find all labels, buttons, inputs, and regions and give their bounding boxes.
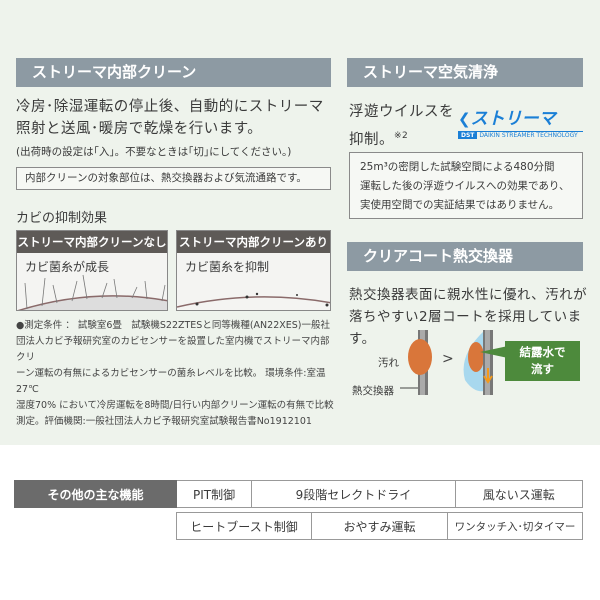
target-note: 内部クリーンの対象部位は、熱交換器および気流通路です。 xyxy=(16,167,331,190)
callout-line: 流す xyxy=(531,362,554,376)
feature-cell: PIT制御 xyxy=(175,480,253,508)
test-note-line: 実使用空間での実証結果ではありません。 xyxy=(360,199,560,211)
photo-label: カビ菌糸を抑制 xyxy=(185,260,270,274)
virus-line: 浮遊ウイルスを xyxy=(349,104,454,120)
logo-text: ストリーマ xyxy=(470,109,556,129)
coat-description: 熱交換器表面に親水性に優れ、汚れが 落ちやすい2層コートを採用しています。 xyxy=(349,284,600,350)
setting-note: (出荷時の設定は｢入｣。不要なときは｢切｣にしてください。) xyxy=(16,146,292,158)
test-note-line: 運転した後の浮遊ウイルスへの効果であり、 xyxy=(360,180,570,192)
streamer-inner-clean-header: ストリーマ内部クリーン xyxy=(16,58,331,87)
reference-mark: ※2 xyxy=(394,131,409,141)
other-features-table-row2: ヒートブースト制御 おやすみ運転 ワンタッチ入･切タイマー xyxy=(176,512,583,540)
photo-caption: ストリーマ内部クリーンなし xyxy=(17,231,167,253)
svg-text:>: > xyxy=(442,351,454,367)
desc-line: 冷房･除湿運転の停止後、自動的にストリーマ xyxy=(16,99,324,115)
photo-label: カビ菌糸が成長 xyxy=(25,260,110,274)
test-conditions-footnote: ●測定条件 ： 試験室6畳 試験機S22ZTESと同等機種(AN22XES)一般… xyxy=(16,318,336,430)
heat-exchanger-diagram: > xyxy=(400,330,508,395)
footnote-line: 湿度70% において冷房運転を8時間/日行い内部クリーン運転の有無で比較 xyxy=(16,400,334,411)
mold-photo-with: ストリーマ内部クリーンあり カビ菌糸を抑制 xyxy=(176,230,331,311)
feature-cell: ヒートブースト制御 xyxy=(176,512,312,540)
feature-cell: おやすみ運転 xyxy=(311,512,448,540)
footnote-line: ●測定条件 ： 試験室6畳 試験機S22ZTESと同等機種(AN22XES)一般… xyxy=(16,320,330,331)
virus-line: 抑制。 xyxy=(349,131,394,148)
desc-line: 照射と送風･暖房で乾燥を行います。 xyxy=(16,121,263,137)
feature-cell: 風ないス運転 xyxy=(454,480,584,508)
streamer-logo-icon: ❮ xyxy=(458,110,471,128)
footnote-line: ーン運転の有無によるカビセンサーの菌糸レベルを比較。 環境条件:室温27℃ xyxy=(16,368,326,395)
logo-sub: DST xyxy=(458,132,478,139)
clear-coat-header: クリアコート熱交換器 xyxy=(347,242,583,271)
mold-photo-without: ストリーマ内部クリーンなし カビ菌糸が成長 xyxy=(16,230,168,311)
condensation-callout: 結露水で 流す xyxy=(505,341,580,381)
other-features-table: その他の主な機能 PIT制御 9段階セレクトドライ 風ないス運転 xyxy=(14,480,584,508)
inner-clean-description: 冷房･除湿運転の停止後、自動的にストリーマ 照射と送風･暖房で乾燥を行います。 xyxy=(16,96,324,140)
mold-title: カビの抑制効果 xyxy=(16,211,108,226)
mold-growth-image xyxy=(17,274,167,310)
streamer-logo: ❮ストリーマ DST DAIKIN STREAMER TECHNOLOGY xyxy=(458,104,583,139)
test-note-line: 25m³の密閉した試験空間による480分間 xyxy=(360,161,555,173)
coat-line: 熱交換器表面に親水性に優れ、汚れが xyxy=(349,287,588,303)
logo-tag: DAIKIN STREAMER TECHNOLOGY xyxy=(479,132,578,139)
exchanger-label: 熱交換器 xyxy=(352,385,394,397)
feature-cell: 9段階セレクトドライ xyxy=(251,480,456,508)
callout-line: 結露水で xyxy=(519,345,566,359)
features-label: その他の主な機能 xyxy=(14,480,177,508)
footnote-line: 測定。評価機関:一般社団法人カビ予報研究室試験報告書No1912101 xyxy=(16,416,312,427)
photo-caption: ストリーマ内部クリーンあり xyxy=(177,231,330,253)
feature-cell: ワンタッチ入･切タイマー xyxy=(447,512,583,540)
dirt-label: 汚れ xyxy=(378,357,399,369)
coat-line: 落ちやすい2層コートを採用しています。 xyxy=(349,309,582,347)
test-note: 25m³の密閉した試験空間による480分間 運転した後の浮遊ウイルスへの効果であ… xyxy=(349,152,583,219)
footnote-line: 団法人カビ予報研究室のカビセンサーを設置した室内機でストリーマ内部クリ xyxy=(16,336,330,363)
streamer-air-purify-header: ストリーマ空気清浄 xyxy=(347,58,583,87)
virus-text: 浮遊ウイルスを 抑制。※2 xyxy=(349,100,454,152)
mold-suppressed-image xyxy=(177,292,330,308)
